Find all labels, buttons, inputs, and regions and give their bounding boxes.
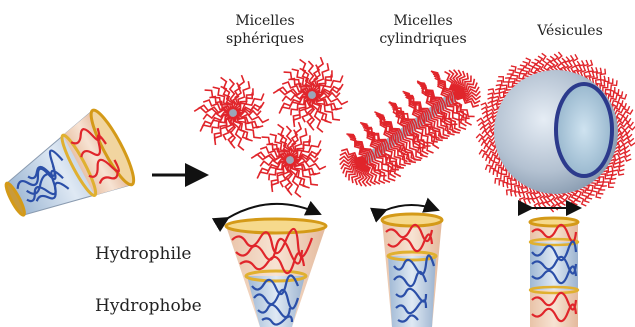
vesicles-label: Vésicules: [520, 22, 620, 40]
hydrophile-label: Hydrophile: [95, 244, 191, 264]
hydrophobe-label: Hydrophobe: [95, 296, 202, 316]
curvature-arrow-truncated-cone: [386, 205, 438, 210]
truncated-cone-shape: [382, 214, 442, 327]
cylindrical-label-line1: Micelles: [368, 12, 478, 30]
cylinder-shape: [530, 218, 578, 327]
curvature-arrow-cone: [228, 204, 320, 218]
single-amphiphile-cone: [0, 106, 140, 238]
cylindrical-micelle: [339, 70, 480, 187]
spherical-label-line1: Micelles: [215, 12, 315, 30]
cylindrical-micelles-label: Micelles cylindriques: [368, 12, 478, 48]
cylindrical-label-line2: cylindriques: [368, 30, 478, 48]
vesicle: [476, 52, 635, 212]
spherical-label-line2: sphériques: [215, 30, 315, 48]
inverted-cone-shape: [226, 219, 326, 327]
spherical-micelles-label: Micelles sphériques: [215, 12, 315, 48]
spherical-micelles: [194, 57, 348, 197]
